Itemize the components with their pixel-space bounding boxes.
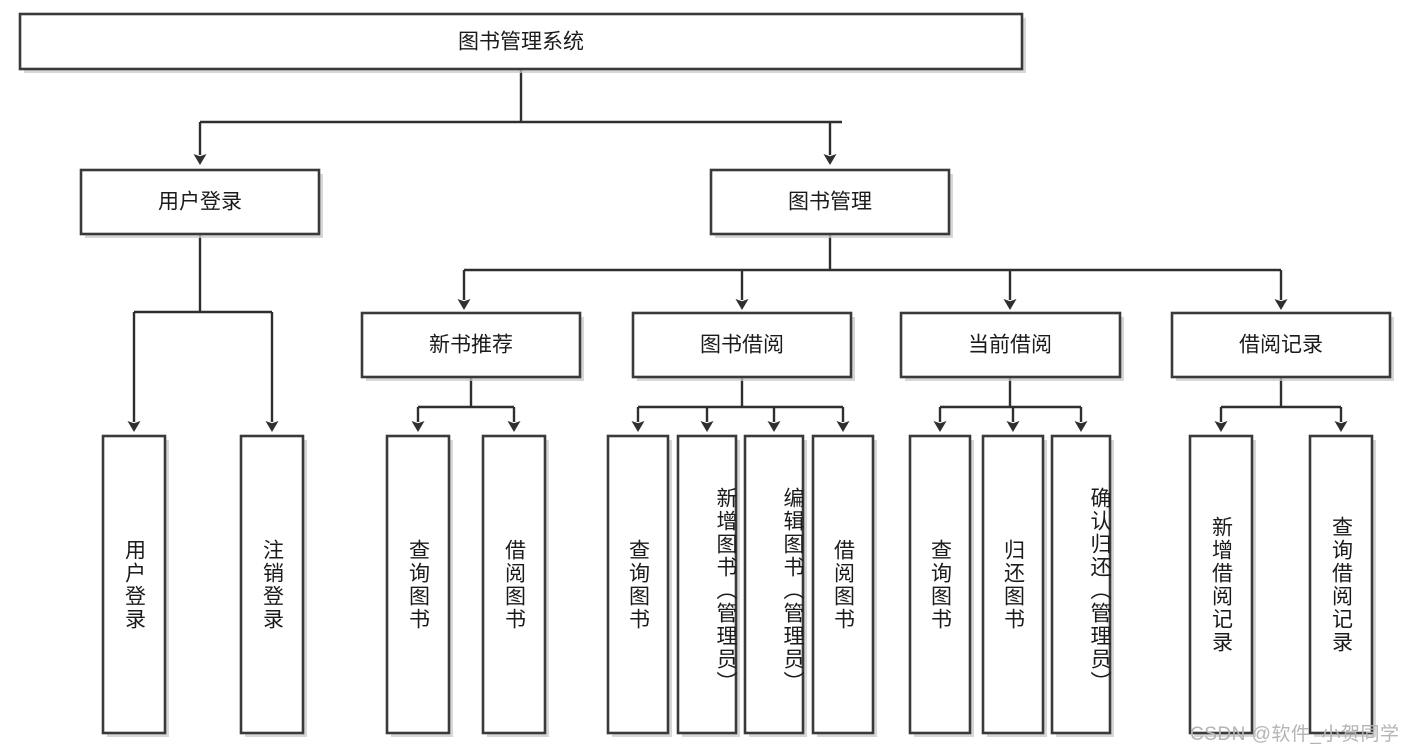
node-leaf-user-login[interactable]	[101, 434, 169, 737]
leaf-box-group	[101, 434, 1376, 737]
node-leaf-borrow-book-rec[interactable]	[481, 434, 549, 737]
node-current-borrow[interactable]: 当前借阅	[899, 311, 1124, 381]
node-leaf-confirm-return-admin[interactable]	[1050, 434, 1114, 737]
node-leaf-query-book-borrow[interactable]	[606, 434, 672, 737]
connector-group-book-borrow	[631, 377, 850, 432]
node-user-login[interactable]: 用户登录	[79, 168, 323, 238]
node-new-book-recommend[interactable]: 新书推荐	[360, 311, 584, 381]
node-leaf-query-book-current[interactable]	[908, 434, 974, 737]
node-book-borrow[interactable]: 图书借阅	[631, 311, 855, 381]
node-new-book-recommend-label: 新书推荐	[429, 334, 513, 357]
node-root-label: 图书管理系统	[458, 31, 584, 54]
node-leaf-edit-book-admin[interactable]	[743, 434, 807, 737]
connector-group-new-book-recommend	[411, 377, 521, 432]
connector-group-borrow-record	[1214, 377, 1348, 432]
node-leaf-user-logout[interactable]	[239, 434, 307, 737]
node-leaf-borrow-book[interactable]	[811, 434, 877, 737]
node-leaf-return-book[interactable]	[981, 434, 1047, 737]
node-leaf-add-borrow-record[interactable]	[1188, 434, 1256, 737]
connector-group-book-management	[457, 234, 1288, 310]
node-book-management-label: 图书管理	[788, 191, 872, 214]
csdn-watermark: CSDN @软件_小贺同学	[1190, 724, 1400, 745]
node-leaf-add-book-admin[interactable]	[676, 434, 740, 737]
node-leaf-query-book-rec[interactable]	[385, 434, 453, 737]
node-root[interactable]: 图书管理系统	[18, 12, 1026, 73]
node-book-management[interactable]: 图书管理	[709, 168, 953, 238]
node-book-borrow-label: 图书借阅	[700, 334, 784, 357]
node-borrow-record-label: 借阅记录	[1239, 334, 1323, 357]
node-current-borrow-label: 当前借阅	[968, 334, 1052, 357]
node-leaf-query-borrow-record[interactable]	[1308, 434, 1376, 737]
connector-group-current-borrow	[933, 377, 1088, 432]
node-borrow-record[interactable]: 借阅记录	[1170, 311, 1394, 381]
connector-group-user-login	[127, 234, 279, 432]
node-user-login-label: 用户登录	[158, 191, 242, 214]
connector-group-root	[193, 69, 842, 165]
